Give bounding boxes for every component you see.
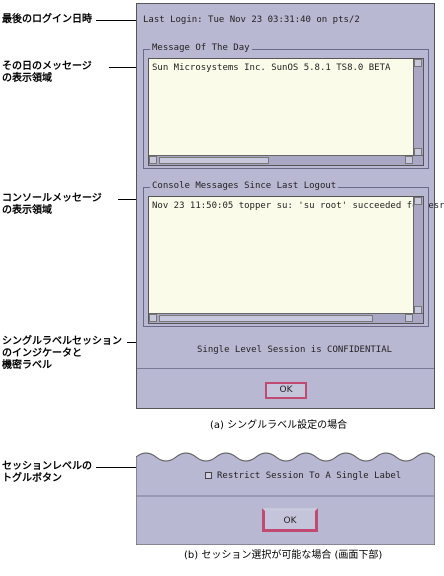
callout-last-login: 最後のログイン日時 xyxy=(2,14,92,25)
console-vertical-scrollbar[interactable] xyxy=(413,197,423,314)
scroll-up-arrow-icon[interactable] xyxy=(414,59,422,67)
console-text-area[interactable]: Nov 23 11:50:05 topper su: 'su root' suc… xyxy=(148,196,444,324)
console-group-title: Console Messages Since Last Logout xyxy=(150,181,339,191)
ok-button-b[interactable]: OK xyxy=(262,508,318,532)
callout-single-label: シングルラベルセッション のインジケータと 機密ラベル xyxy=(2,336,122,371)
console-text: Nov 23 11:50:05 topper su: 'su root' suc… xyxy=(152,201,444,211)
motd-group-title: Message Of The Day xyxy=(150,43,252,53)
login-dialog-single-label: Last Login: Tue Nov 23 03:31:40 on pts/2… xyxy=(136,3,444,409)
separator xyxy=(137,368,434,369)
single-level-session-label: Single Level Session is CONFIDENTIAL xyxy=(197,345,393,355)
motd-text: Sun Microsystems Inc. SunOS 5.8.1 TS8.0 … xyxy=(152,63,391,73)
motd-scroll-thumb[interactable] xyxy=(159,157,269,164)
caption-b: (b) セッション選択が可能な場合 (画面下部) xyxy=(184,550,383,561)
scroll-left-arrow-icon[interactable] xyxy=(149,156,157,164)
callout-toggle-button: セッションレベルの トグルボタン xyxy=(2,461,92,484)
scroll-right-arrow-icon[interactable] xyxy=(405,314,413,322)
leader-line-motd xyxy=(109,67,153,68)
motd-text-area[interactable]: Sun Microsystems Inc. SunOS 5.8.1 TS8.0 … xyxy=(148,58,424,166)
motd-vertical-scrollbar[interactable] xyxy=(413,59,423,156)
motd-horizontal-scrollbar[interactable] xyxy=(149,155,423,165)
console-group: Console Messages Since Last Logout Nov 2… xyxy=(143,181,444,327)
leader-line-last-login xyxy=(96,20,140,21)
scroll-up-arrow-icon[interactable] xyxy=(414,197,422,205)
motd-group: Message Of The Day Sun Microsystems Inc.… xyxy=(143,43,429,169)
scroll-left-arrow-icon[interactable] xyxy=(149,314,157,322)
callout-motd-area: その日のメッセージ の表示領域 xyxy=(2,61,92,84)
callout-console-area: コンソールメッセージ の表示領域 xyxy=(2,193,102,216)
last-login-text: Last Login: Tue Nov 23 03:31:40 on pts/2 xyxy=(143,15,360,25)
console-horizontal-scrollbar[interactable] xyxy=(149,313,423,323)
scroll-right-arrow-icon[interactable] xyxy=(405,156,413,164)
restrict-session-label: Restrict Session To A Single Label xyxy=(217,471,402,481)
restrict-session-checkbox[interactable] xyxy=(205,472,212,479)
console-scroll-thumb[interactable] xyxy=(159,315,373,322)
caption-a: (a) シングルラベル設定の場合 xyxy=(210,420,348,431)
ok-button[interactable]: OK xyxy=(265,382,307,399)
